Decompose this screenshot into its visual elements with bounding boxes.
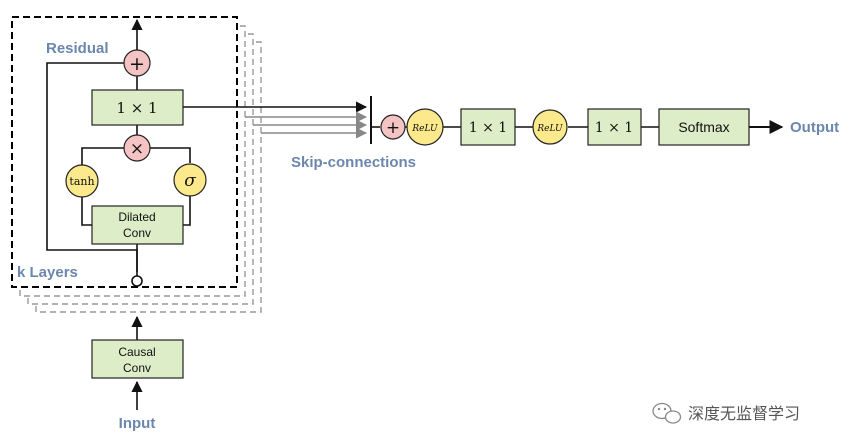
relu-node-2 [532, 109, 568, 145]
residual-label: Residual [46, 40, 109, 57]
causal-conv-label-2: Conv [123, 361, 151, 375]
k-layers-label: k Layers [17, 264, 78, 281]
tanh-node [65, 164, 99, 198]
causal-conv-box [91, 339, 184, 379]
output-label: Output [790, 119, 839, 136]
multiply-symbol: × [130, 139, 144, 159]
sigma-node [173, 163, 207, 197]
relu-label-1: ReLU [411, 124, 438, 134]
conv1x1-out-label-2: 1 × 1 [595, 120, 633, 136]
relu-label-2: ReLU [536, 124, 563, 134]
residual-add-symbol: + [129, 53, 145, 75]
conv1x1-inner-label: 1 × 1 [116, 99, 157, 117]
softmax-label: Softmax [678, 119, 729, 135]
wire-mult-to-sigma [150, 147, 191, 163]
tanh-label: tanh [69, 175, 94, 188]
dilated-conv-label-1: Dilated [118, 210, 155, 224]
watermark-text: 深度无监督学习 [688, 404, 800, 423]
causal-conv-label-1: Causal [118, 345, 155, 359]
skip-connections-label: Skip-connections [291, 154, 416, 171]
sigma-label: σ [184, 171, 196, 191]
conv1x1-inner-box [91, 89, 184, 126]
input-label: Input [119, 415, 156, 432]
multiply-node [123, 134, 151, 162]
dilated-conv-label-2: Conv [123, 226, 151, 240]
conv1x1-out-box-2 [587, 108, 642, 146]
residual-add-node [123, 49, 151, 77]
dilated-conv-box [91, 205, 184, 245]
layer-input-node [131, 275, 143, 287]
relu-node-1 [406, 108, 444, 146]
conv1x1-out-label-1: 1 × 1 [469, 120, 507, 136]
wire-sigma-to-dilated [183, 196, 191, 226]
skip-add-node [380, 114, 406, 140]
wechat-icon [652, 402, 682, 424]
wire-tanh-to-dilated [81, 196, 92, 226]
skip-add-symbol: + [386, 118, 400, 138]
conv1x1-out-box-1 [460, 108, 516, 146]
wire-mult-to-tanh [81, 147, 124, 166]
softmax-box [658, 108, 750, 146]
